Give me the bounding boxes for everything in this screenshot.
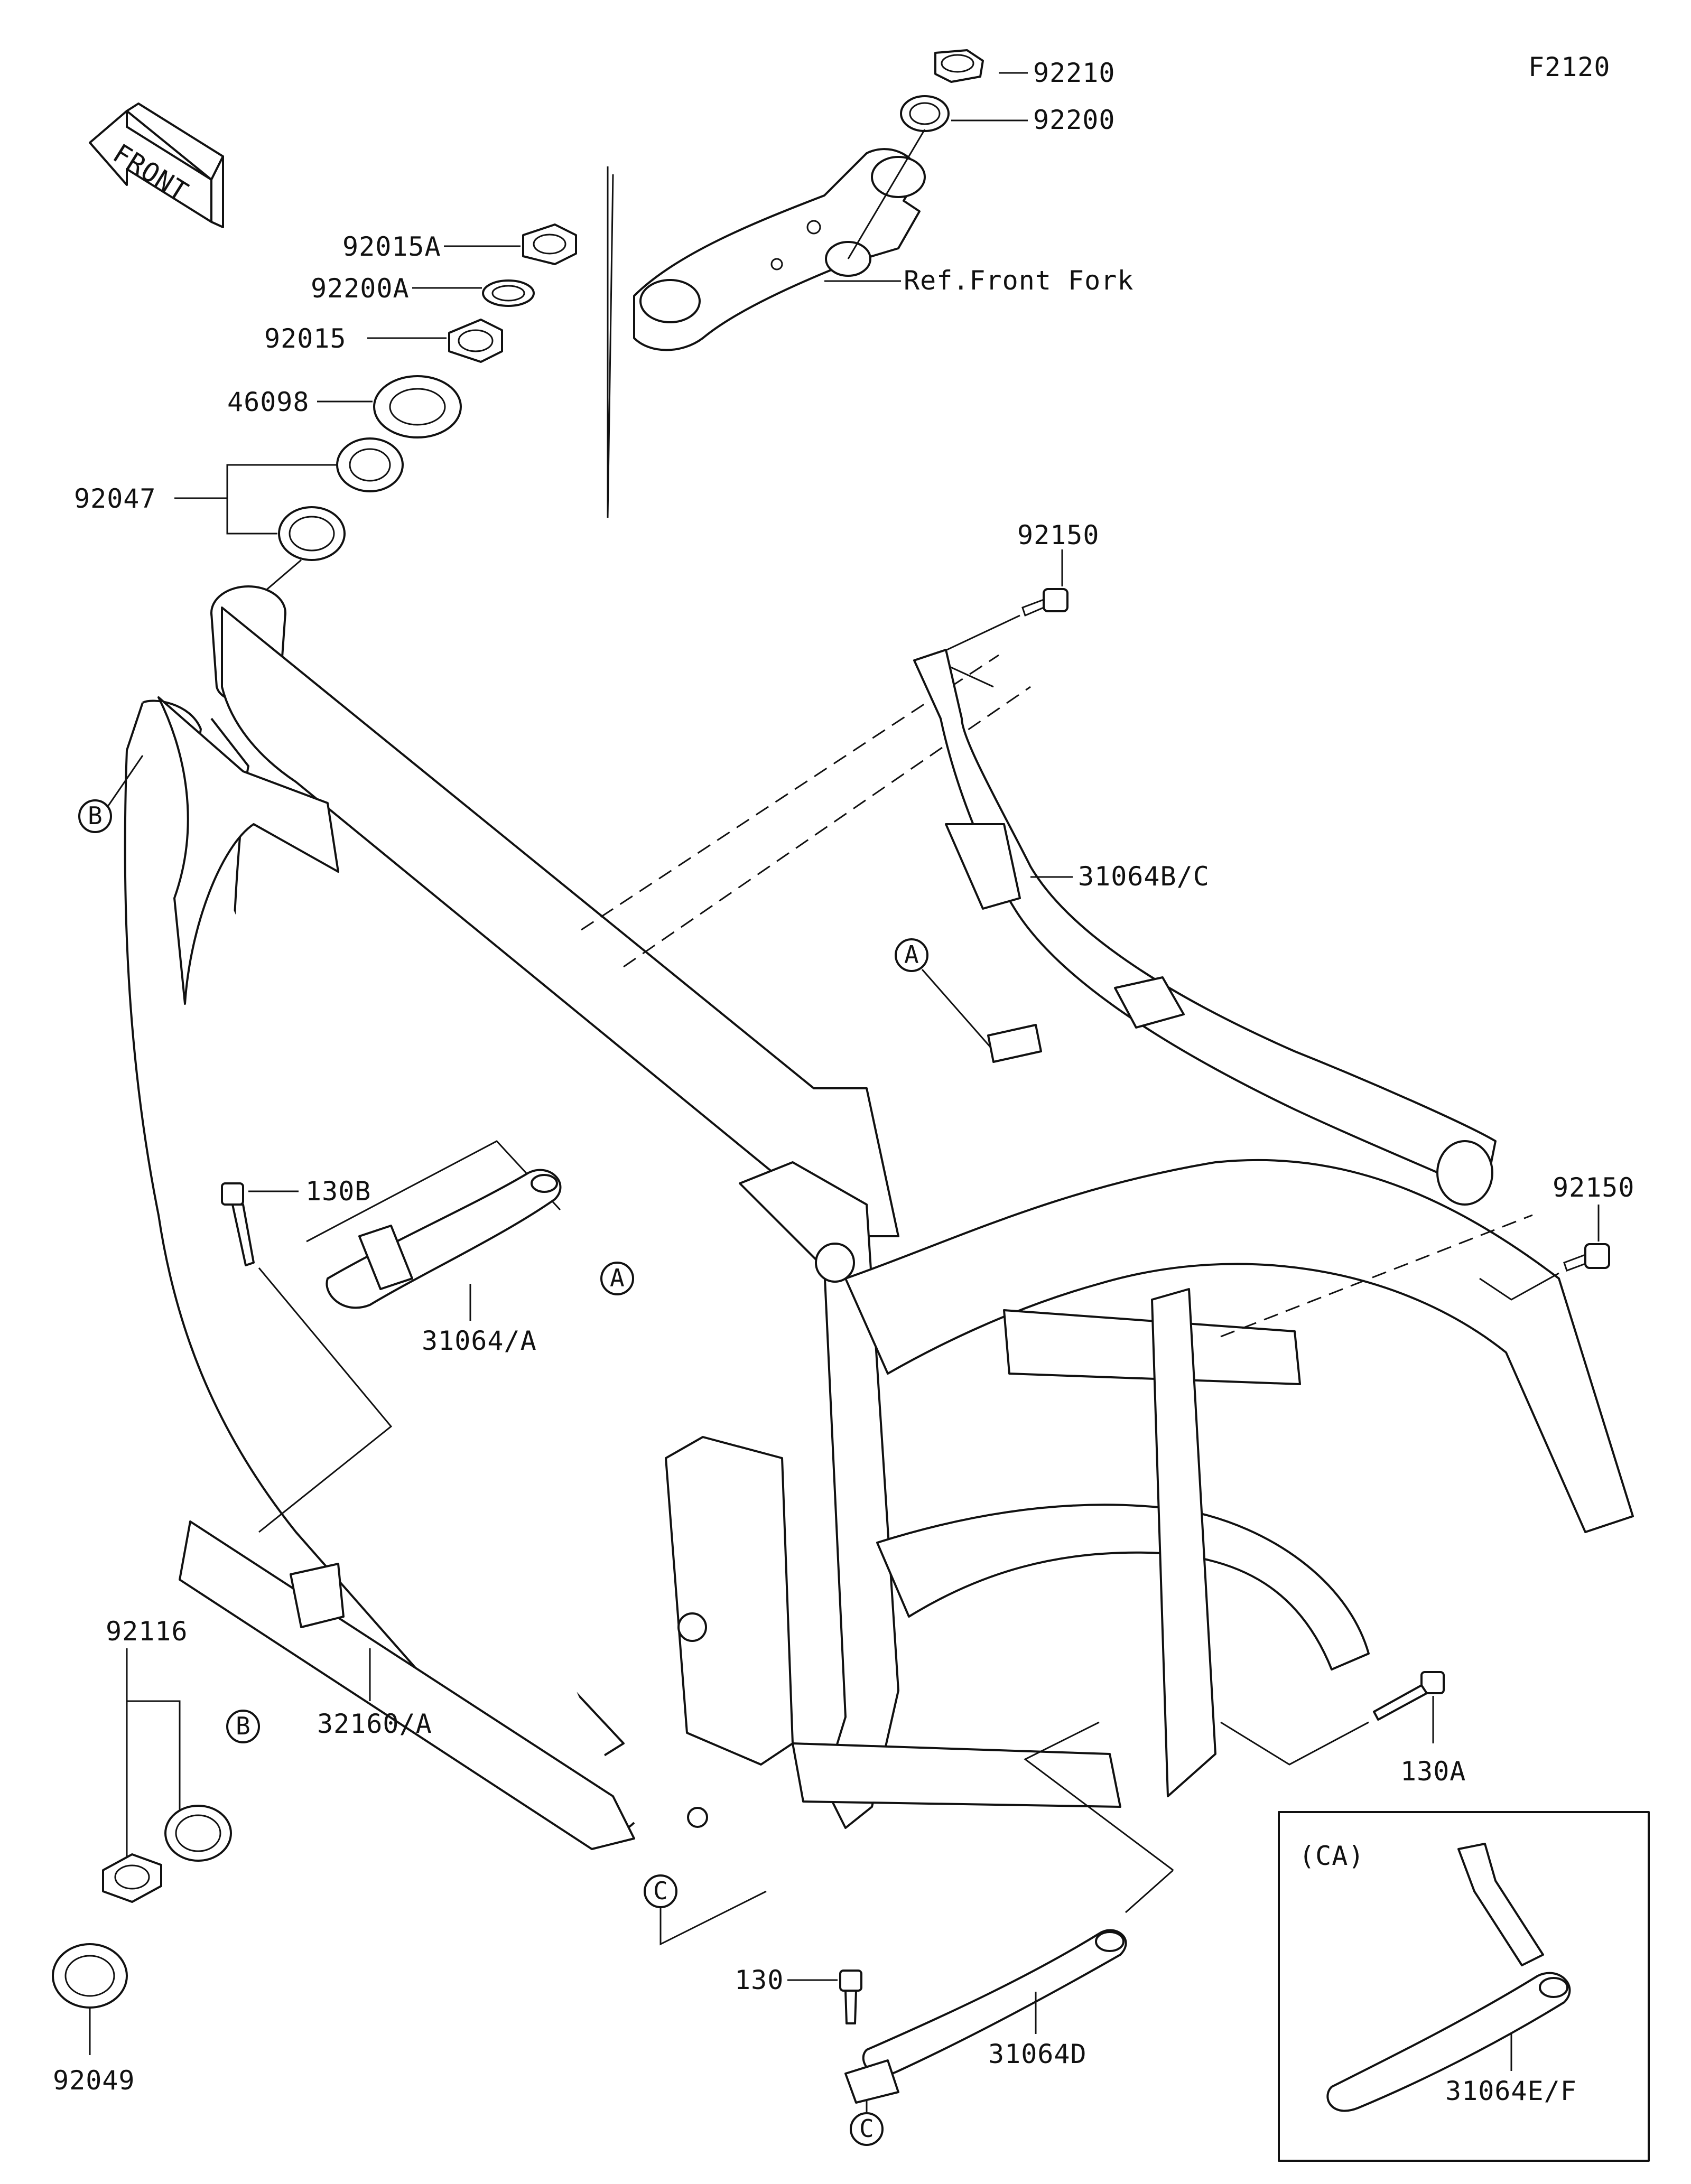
label-130A: 130A	[1400, 1756, 1466, 1787]
label-92200A: 92200A	[311, 273, 410, 304]
washer-92200	[900, 95, 950, 132]
bolt-130B	[221, 1182, 255, 1266]
label-31064D: 31064D	[988, 2039, 1087, 2069]
stem-nut-92210	[934, 49, 984, 83]
bolt-92150-right	[1563, 1243, 1610, 1272]
variant-box-title: (CA)	[1299, 1841, 1364, 1871]
label-92015A: 92015A	[342, 231, 441, 262]
callout-A-upper: A	[895, 938, 928, 972]
label-92210: 92210	[1033, 58, 1116, 88]
bearing-92047-upper	[336, 437, 404, 492]
label-31064EF: 31064E/F	[1445, 2076, 1577, 2106]
bolt-130	[839, 1970, 862, 2024]
svg-text:A: A	[904, 940, 919, 969]
tube-31064A	[326, 1169, 562, 1309]
label-31064A: 31064/A	[422, 1326, 537, 1356]
seal-46098	[373, 375, 462, 438]
label-46098: 46098	[227, 387, 310, 417]
label-92150-top: 92150	[1017, 520, 1100, 550]
label-92015: 92015	[264, 323, 347, 354]
race-92116	[164, 1805, 232, 1862]
rail-31064BC	[913, 649, 1497, 1206]
svg-text:B: B	[88, 801, 103, 830]
variant-box-CA: (CA) 31064E/F	[1278, 1811, 1650, 2162]
label-92049: 92049	[53, 2065, 135, 2096]
callout-C-upper: C	[644, 1874, 677, 1908]
nut-92015	[448, 319, 503, 363]
label-92200: 92200	[1033, 105, 1116, 135]
label-92116: 92116	[106, 1616, 188, 1647]
label-92150-right: 92150	[1553, 1172, 1635, 1203]
callout-C-lower: C	[850, 2112, 884, 2146]
steering-stem-bracket	[633, 148, 926, 351]
callout-B-head: B	[78, 799, 112, 833]
label-32160A: 32160/A	[317, 1709, 432, 1739]
callout-A-lower: A	[600, 1262, 634, 1295]
svg-text:C: C	[653, 1877, 668, 1905]
label-130B: 130B	[305, 1176, 371, 1207]
lock-nut-92015A	[522, 223, 577, 265]
svg-text:C: C	[859, 2114, 874, 2143]
lock-washer-92200A	[482, 279, 535, 307]
seal-92049	[52, 1943, 128, 2009]
svg-text:A: A	[610, 1264, 625, 1292]
tube-31064D	[844, 1929, 1127, 2104]
label-31064BC: 31064B/C	[1078, 861, 1210, 892]
bolt-130A	[1373, 1671, 1445, 1721]
nut-92116	[102, 1853, 162, 1903]
bolt-92150-top	[1021, 588, 1069, 617]
ref-front-fork-note: Ref.Front Fork	[904, 265, 1133, 296]
label-130: 130	[735, 1965, 784, 1995]
label-92047: 92047	[74, 483, 156, 514]
svg-text:B: B	[236, 1712, 250, 1740]
figure-code: F2120	[1528, 52, 1611, 82]
bearing-92047-race	[278, 506, 346, 561]
front-direction-badge: FRONT	[89, 102, 224, 228]
callout-B-lower: B	[226, 1710, 260, 1743]
